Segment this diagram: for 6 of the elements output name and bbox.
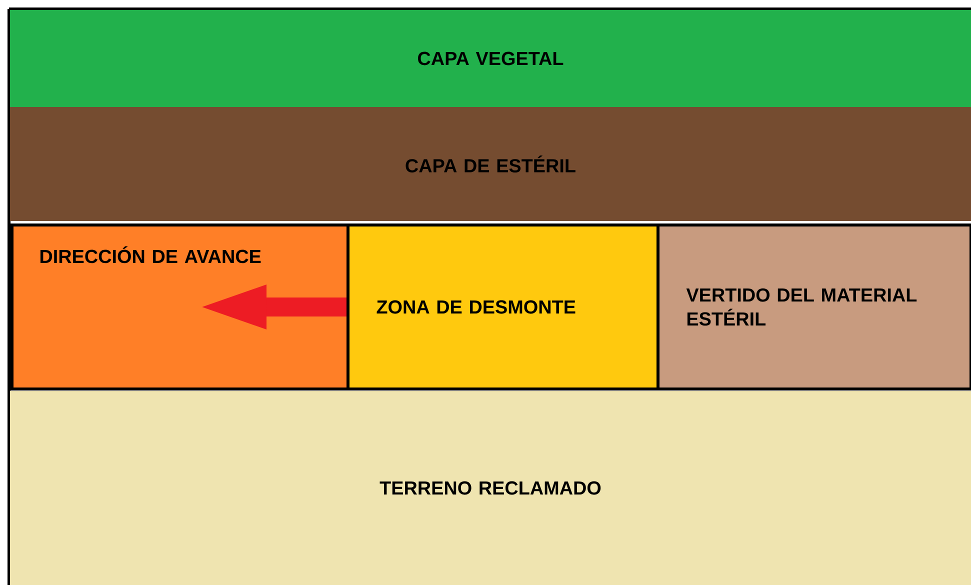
- zone-box: DIRECCIÓN DE AVANCE: [10, 224, 350, 390]
- layer-band: TERRENO RECLAMADO: [10, 391, 971, 585]
- layer-band: CAPA VEGETAL: [10, 10, 971, 107]
- zone-box: ZONA DE DESMONTE: [346, 224, 660, 390]
- zone-box: VERTIDO DEL MATERIAL ESTÉRIL: [656, 224, 971, 390]
- layer-band: CAPA DE ESTÉRIL: [10, 107, 971, 221]
